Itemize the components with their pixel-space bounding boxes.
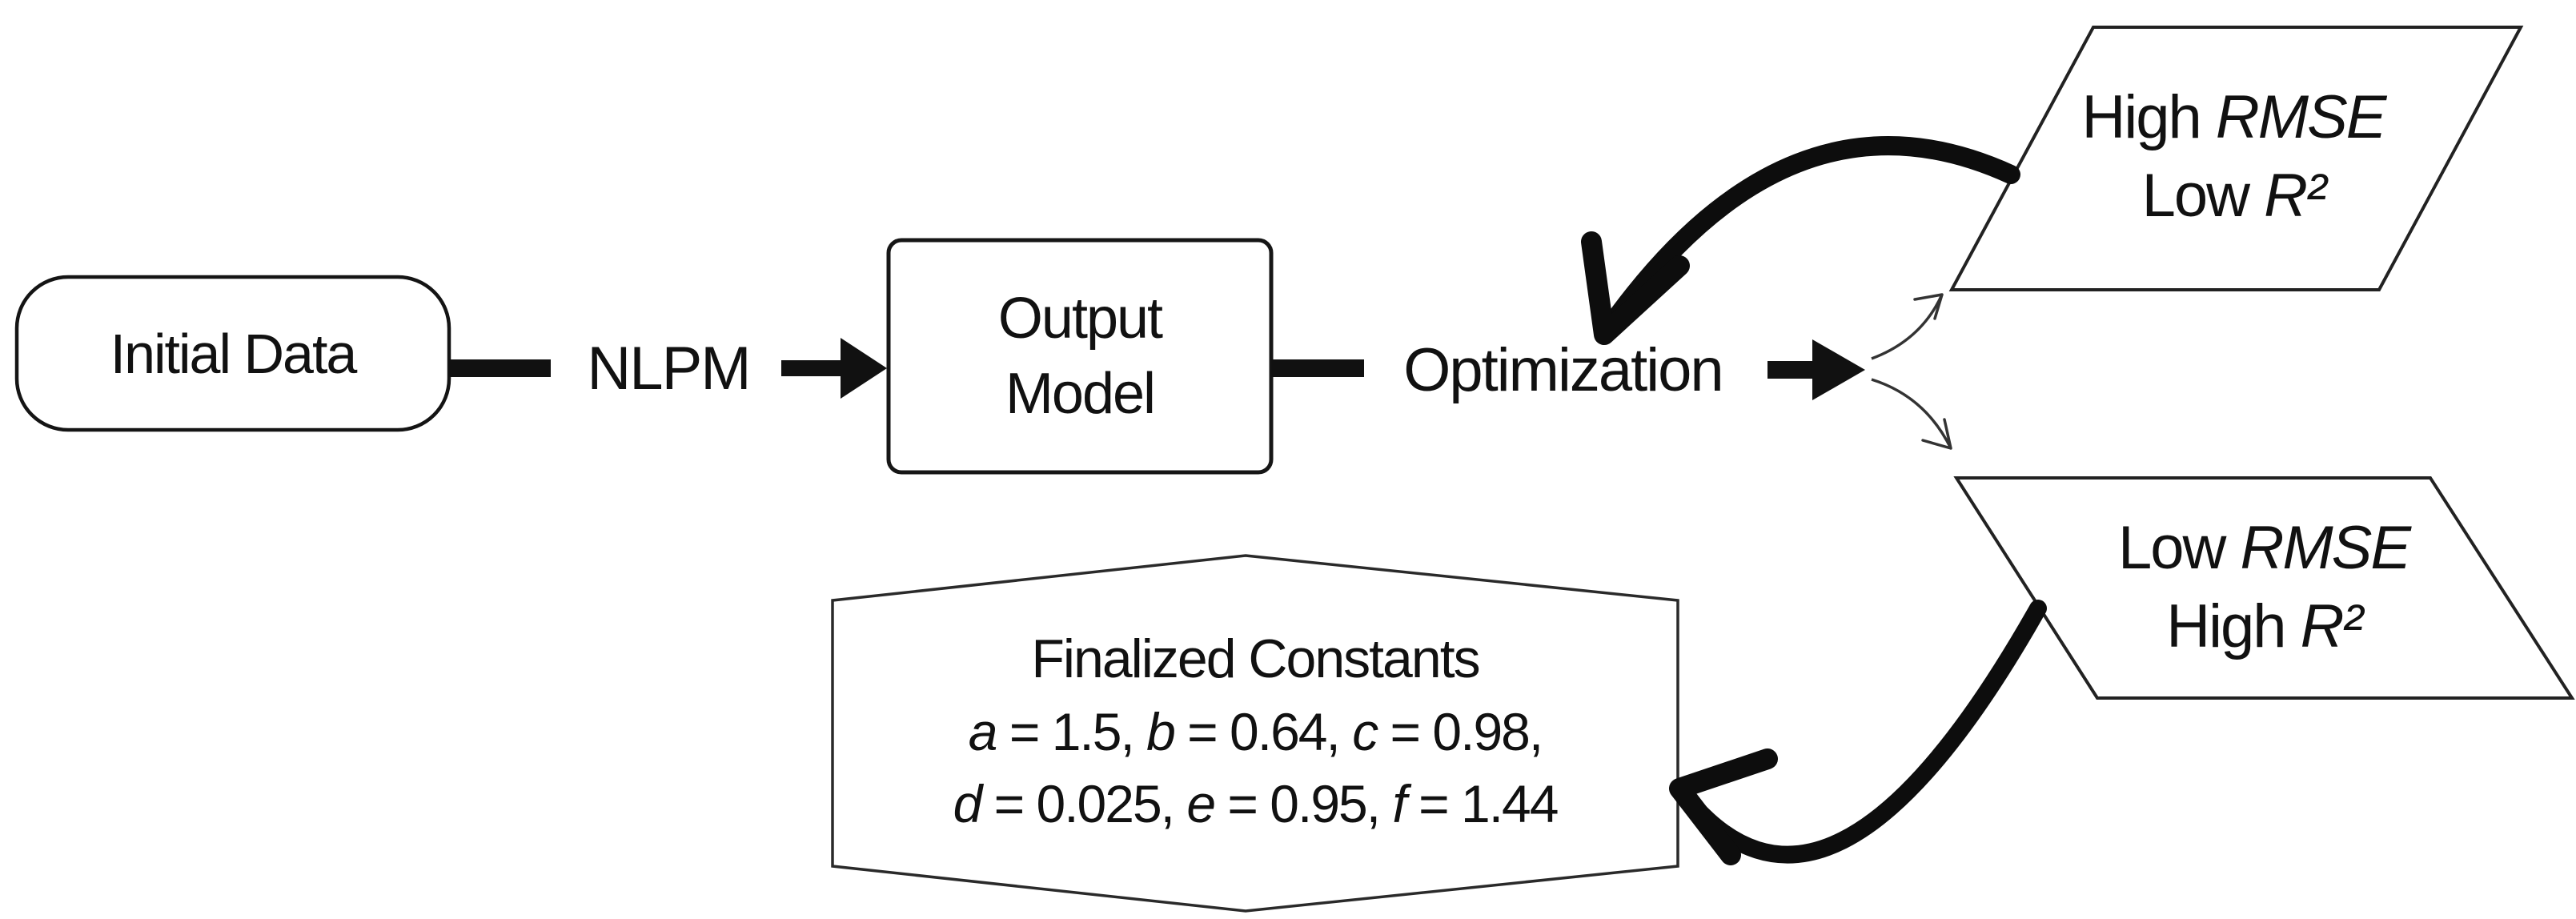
- high-rmse-line-1: High RMSE: [2081, 83, 2387, 151]
- high-rmse-line-2: Low R²: [2141, 162, 2327, 230]
- initial-data-node-shape: [14, 275, 451, 432]
- output-model-line-2: Model: [1005, 362, 1156, 426]
- loop-arrow-low-to-constants-curve: [1671, 600, 2047, 864]
- branch-arrow-down-curve: [1871, 378, 1952, 449]
- low-rmse-line-1: Low RMSE: [2117, 514, 2411, 582]
- loop-arrow-high-head-icon: [1581, 231, 1690, 345]
- finalized-constants-label: Finalized Constants a = 1.5, b = 0.64, c…: [849, 602, 1662, 860]
- finalized-constants-title: Finalized Constants: [1031, 628, 1480, 689]
- output-model-line-1: Output: [997, 287, 1163, 351]
- nlpm-label: NLPM: [587, 334, 751, 403]
- low-rmse-line-2: High R²: [2166, 592, 2363, 660]
- branch-arrow-down-head-icon: [1921, 418, 1952, 450]
- output-model-node-shape: [886, 238, 1274, 475]
- finalized-constants-line-2: d = 0.025, e = 0.95, f = 1.44: [953, 774, 1559, 833]
- initial-data-label: Initial Data: [110, 322, 358, 385]
- branch-arrow-up-head-icon: [1913, 293, 1944, 320]
- output-model-label: Output Model: [889, 240, 1271, 472]
- low-rmse-label: Low RMSE High R²: [2024, 480, 2504, 695]
- finalized-constants-line-1: a = 1.5, b = 0.64, c = 0.98,: [968, 702, 1543, 761]
- branch-arrow-up-curve: [1871, 294, 1944, 360]
- low-rmse-node-shape: [1953, 476, 2575, 700]
- optimization-label: Optimization: [1403, 335, 1723, 404]
- high-rmse-label: High RMSE Low R²: [1985, 37, 2482, 277]
- arrow-nlpm-outputmodel-head-icon: [841, 338, 887, 399]
- arrow-optimization-branch-head-icon: [1812, 339, 1865, 400]
- loop-arrow-low-head-icon: [1669, 748, 1778, 865]
- loop-arrow-high-to-optimization-curve: [1595, 136, 2020, 344]
- finalized-constants-node-shape: [831, 554, 1679, 913]
- high-rmse-node-shape: [1948, 26, 2524, 291]
